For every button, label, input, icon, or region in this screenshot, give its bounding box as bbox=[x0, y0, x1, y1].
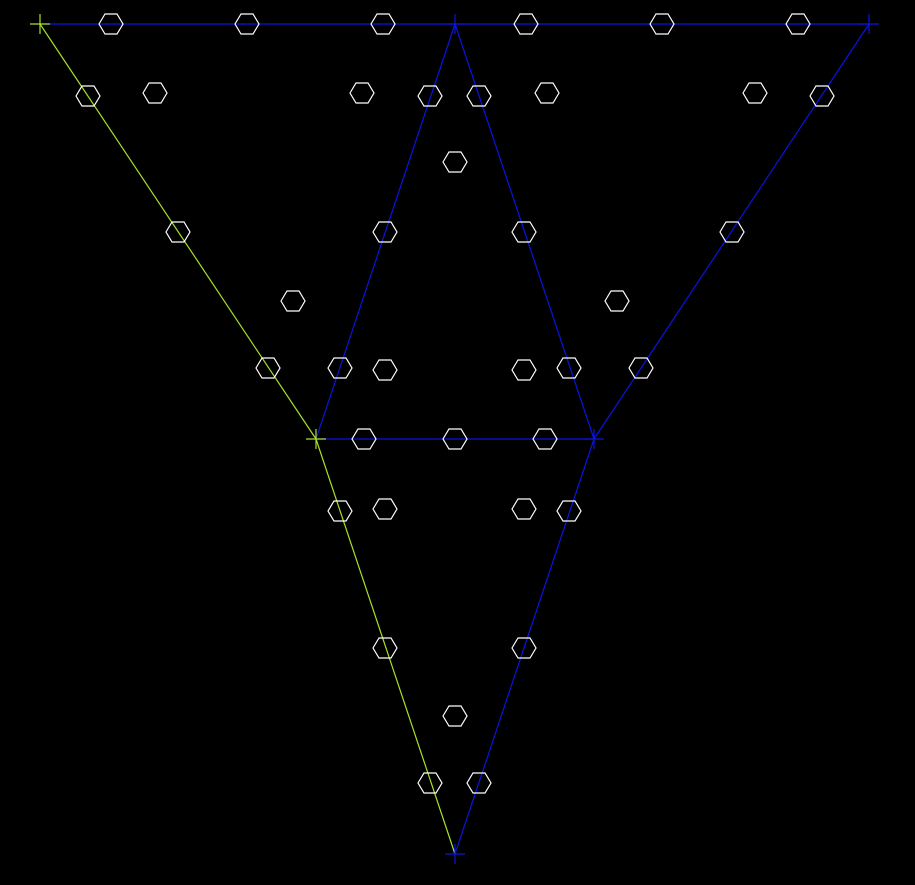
hexagon-icon bbox=[511, 221, 537, 243]
hexagon-icon bbox=[628, 357, 654, 379]
cross-icon bbox=[445, 14, 465, 34]
hexagon-icon bbox=[417, 772, 443, 794]
hexagon-icon bbox=[372, 221, 398, 243]
hexagon-icon bbox=[370, 13, 396, 35]
cross-icon bbox=[306, 429, 326, 449]
hexagon-icon bbox=[372, 498, 398, 520]
hexagon-icon bbox=[372, 359, 398, 381]
hexagon-icon bbox=[556, 500, 582, 522]
cross-icon bbox=[859, 14, 879, 34]
edge-tm-ml bbox=[315, 23, 456, 440]
hexagon-icon bbox=[372, 637, 398, 659]
edge-tm-mr bbox=[454, 23, 595, 440]
edge-layer bbox=[39, 23, 870, 855]
edge-mr-bt bbox=[454, 438, 595, 855]
hexagon-icon bbox=[466, 772, 492, 794]
cross-icon bbox=[30, 14, 50, 34]
hexagon-icon bbox=[511, 637, 537, 659]
hexagon-icon bbox=[534, 82, 560, 104]
vertex-marker-layer bbox=[30, 14, 879, 864]
hexagon-icon bbox=[327, 357, 353, 379]
hexagon-icon bbox=[442, 705, 468, 727]
hexagon-icon bbox=[511, 498, 537, 520]
hexagon-icon bbox=[511, 359, 537, 381]
hexagon-icon bbox=[532, 428, 558, 450]
cross-icon bbox=[584, 429, 604, 449]
hexagon-icon bbox=[649, 13, 675, 35]
hexagon-icon bbox=[719, 221, 745, 243]
edge-ml-bt bbox=[315, 438, 456, 855]
hexagon-icon bbox=[142, 82, 168, 104]
hexagon-icon bbox=[165, 221, 191, 243]
hexagon-icon bbox=[75, 85, 101, 107]
hexagon-icon bbox=[351, 428, 377, 450]
hexagon-icon bbox=[466, 85, 492, 107]
edge-tr-mr bbox=[593, 23, 870, 440]
edge-tl-ml bbox=[39, 23, 317, 440]
hexagon-icon bbox=[234, 13, 260, 35]
hexagon-icon bbox=[98, 13, 124, 35]
hexagon-icon bbox=[255, 357, 281, 379]
hexagon-icon bbox=[280, 290, 306, 312]
hexagon-icon bbox=[442, 428, 468, 450]
hexagon-icon bbox=[785, 13, 811, 35]
hexagon-icon bbox=[742, 82, 768, 104]
hexagon-icon bbox=[349, 82, 375, 104]
hexagon-icon bbox=[442, 151, 468, 173]
hexagon-icon bbox=[513, 13, 539, 35]
hexagon-marker-layer bbox=[75, 13, 835, 794]
hexagon-icon bbox=[417, 85, 443, 107]
cross-icon bbox=[445, 844, 465, 864]
hexagon-icon bbox=[327, 500, 353, 522]
hexagon-icon bbox=[604, 290, 630, 312]
hexagon-icon bbox=[556, 357, 582, 379]
hexagon-icon bbox=[809, 85, 835, 107]
